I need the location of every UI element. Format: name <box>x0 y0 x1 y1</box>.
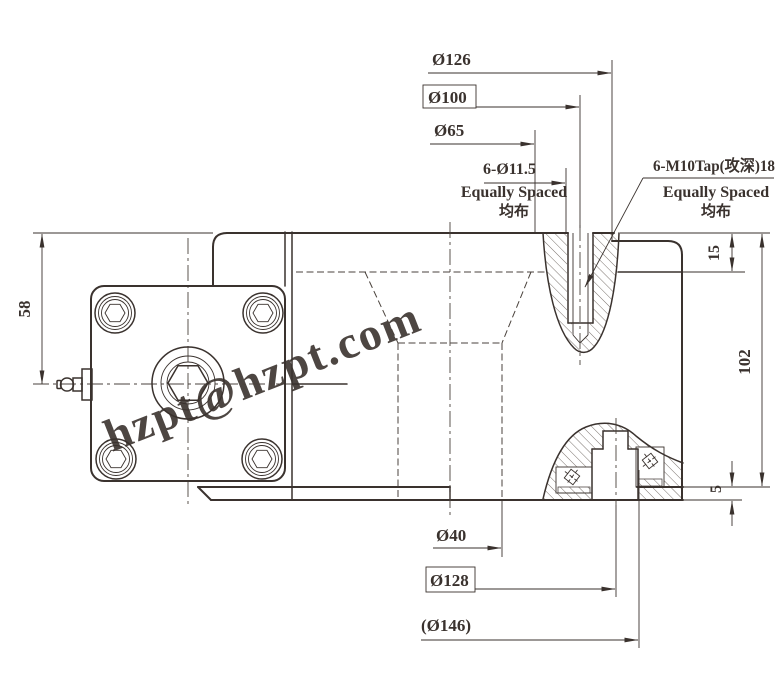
callout-through-holes: 6-Ø11.5 Equally Spaced 均布 <box>461 161 567 233</box>
section-view <box>33 222 684 515</box>
dim-label-58: 58 <box>15 301 34 318</box>
dim-label-d65: Ø65 <box>434 121 464 140</box>
bearing-dome-section <box>542 422 684 500</box>
corner-bolt <box>95 438 137 480</box>
dimension-d128: Ø128 <box>425 505 617 597</box>
hidden-lines <box>296 271 545 499</box>
dim-label-15: 15 <box>706 245 723 261</box>
stud-cap-clear <box>603 431 628 449</box>
dimension-d126: Ø126 <box>428 50 613 233</box>
callout-through-holes-label: 6-Ø11.5 <box>483 161 536 178</box>
callout-through-holes-note-cn: 均布 <box>499 202 529 220</box>
top-left-fillet <box>212 232 228 248</box>
dimension-d100: Ø100 <box>422 84 581 228</box>
dimension-102: 102 <box>683 233 770 488</box>
dimension-d65: Ø65 <box>430 121 536 233</box>
watermark-text: hzpt@hzpt.com <box>97 291 428 462</box>
top-right-fillet <box>667 240 683 256</box>
tap-drill-clear <box>572 323 589 335</box>
drill-point-clear <box>572 335 589 343</box>
dimensions: Ø126 Ø100 Ø65 6-Ø11.5 Equally Spaced 均布 <box>15 50 775 648</box>
watermark: hzpt@hzpt.com <box>97 291 428 462</box>
callout-tapped-holes: 6-M10Tap(攻深)18 Equally Spaced 均布 <box>584 156 775 288</box>
housing-outline <box>197 231 684 501</box>
dimension-5: 5 <box>683 461 742 526</box>
flange-square <box>90 285 286 482</box>
grease-fitting <box>56 368 93 401</box>
dimension-d40: Ø40 <box>433 500 503 557</box>
callout-tapped-holes-note: Equally Spaced <box>663 184 769 201</box>
input-hex-socket <box>151 346 225 420</box>
dimension-d146: (Ø146) <box>421 470 640 648</box>
dim-label-d128: Ø128 <box>430 571 469 590</box>
corner-bolt <box>241 438 283 480</box>
dim-label-5: 5 <box>708 485 725 493</box>
dome-outline <box>542 422 684 500</box>
corner-bolt <box>94 292 136 334</box>
dim-label-d40: Ø40 <box>436 526 466 545</box>
callout-tapped-holes-note-cn: 均布 <box>701 202 731 220</box>
centerlines <box>33 222 617 515</box>
callout-tapped-holes-label: 6-M10Tap(攻深)18 <box>653 156 775 175</box>
dimension-58: 58 <box>15 232 213 385</box>
callout-through-holes-note: Equally Spaced <box>461 184 567 201</box>
dim-label-102: 102 <box>735 349 754 375</box>
dim-label-d146: (Ø146) <box>421 616 471 635</box>
left-bearing <box>555 466 593 494</box>
tapped-boss-section <box>542 232 620 354</box>
front-view-flange <box>56 285 286 482</box>
dimension-15: 15 <box>620 232 770 273</box>
stud-clear <box>592 449 638 499</box>
teardrop-outline <box>542 232 620 354</box>
dim-label-d100: Ø100 <box>428 88 467 107</box>
corner-bolt <box>242 292 284 334</box>
dim-label-d126: Ø126 <box>432 50 471 69</box>
